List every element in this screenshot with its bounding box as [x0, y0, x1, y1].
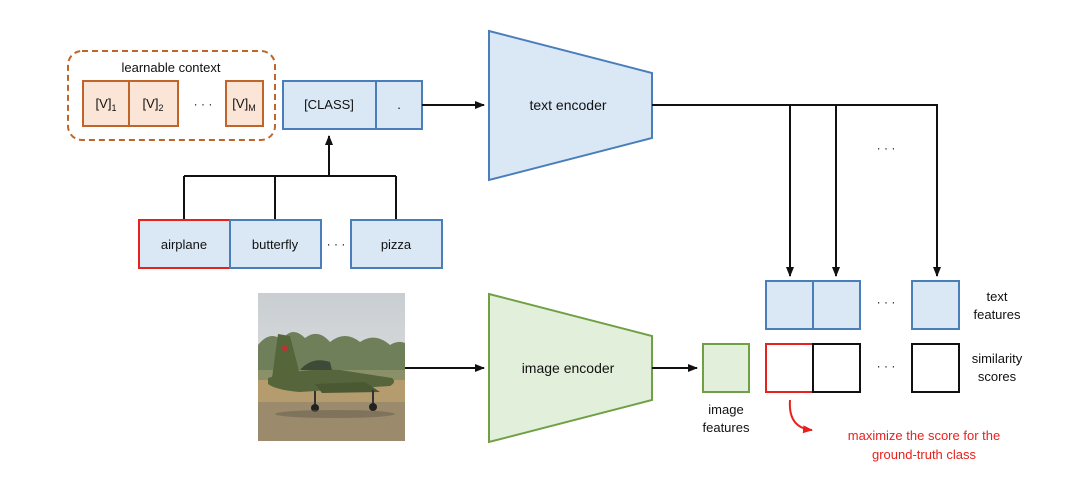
class-box-airplane: airplane: [138, 219, 231, 269]
text-feature-box-1: [765, 280, 814, 330]
score-box-ground-truth: [765, 343, 814, 393]
svg-text:airplane: airplane: [161, 237, 207, 252]
text-features-ellipsis: · · ·: [877, 295, 896, 309]
image-features-label-1: image: [708, 402, 743, 417]
learnable-context-group: [67, 50, 276, 141]
image-features-label-2: features: [703, 420, 750, 435]
similarity-ellipsis: · · ·: [877, 359, 896, 373]
airplane-photo: [258, 293, 405, 441]
svg-text:[CLASS]: [CLASS]: [304, 97, 354, 112]
svg-text:butterfly: butterfly: [252, 237, 299, 252]
similarity-label-1: similarity: [972, 351, 1023, 366]
text-feature-box-2: [812, 280, 861, 330]
class-tree-lines: [183, 135, 397, 220]
text-feature-box-n: [911, 280, 960, 330]
image-encoder: image encoder: [488, 292, 653, 444]
svg-text:pizza: pizza: [381, 237, 412, 252]
class-box-butterfly: butterfly: [229, 219, 322, 269]
score-box-2: [812, 343, 861, 393]
maximize-arrow: [788, 399, 813, 434]
period-token-box: .: [375, 80, 423, 130]
context-token-1: [V]1: [82, 80, 130, 127]
text-encoder-output-lines: [652, 104, 941, 277]
learnable-context-title: learnable context: [121, 60, 220, 75]
svg-text:[V]1: [V]1: [96, 96, 117, 113]
svg-text:text encoder: text encoder: [529, 97, 606, 113]
context-ellipsis: · · ·: [194, 97, 213, 111]
text-encoder-output-ellipsis: · · ·: [877, 141, 896, 155]
text-features-label-2: features: [974, 307, 1021, 322]
class-ellipsis: · · ·: [327, 237, 346, 251]
text-encoder: text encoder: [488, 29, 653, 182]
svg-text:.: .: [397, 97, 401, 112]
text-features-row: [765, 280, 960, 330]
text-features-label-1: text: [987, 289, 1008, 304]
similarity-label-2: scores: [978, 369, 1017, 384]
annotation-line-1: maximize the score for the: [848, 428, 1000, 443]
score-box-n: [911, 343, 960, 393]
context-token-2: [V]2: [128, 80, 179, 127]
class-box-pizza: pizza: [350, 219, 443, 269]
class-token-box: [CLASS]: [282, 80, 377, 130]
annotation-line-2: ground-truth class: [872, 447, 977, 462]
image-features-box: [702, 343, 750, 393]
svg-text:image encoder: image encoder: [522, 360, 615, 376]
similarity-scores-row: [765, 343, 960, 393]
context-token-m: [V]M: [225, 80, 264, 127]
svg-text:[V]M: [V]M: [232, 96, 255, 113]
svg-text:[V]2: [V]2: [143, 96, 164, 113]
